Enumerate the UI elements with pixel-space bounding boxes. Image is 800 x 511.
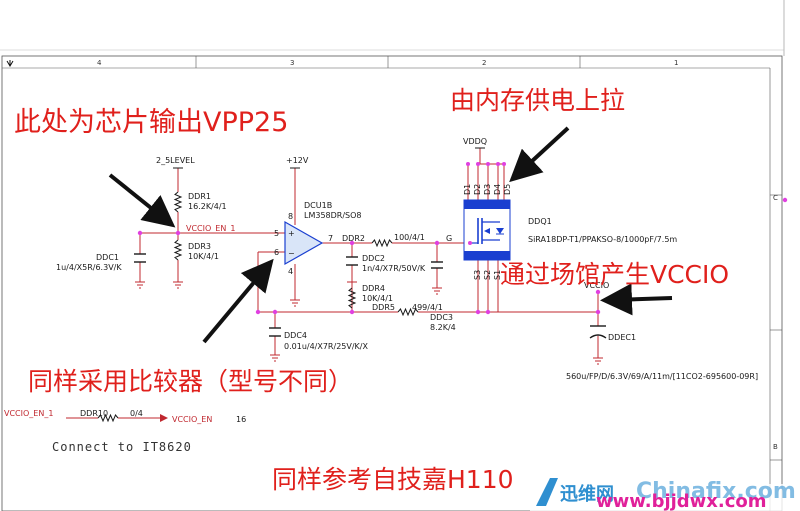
ddr2-value: 100/4/1: [394, 233, 425, 242]
opamp-minus-sign: −: [288, 249, 295, 258]
annotation-reference: 同样参考自技嘉H110: [272, 465, 514, 494]
pin-d2: D2: [473, 184, 482, 195]
ruler-col-4: 4: [97, 59, 102, 67]
pin-8: 8: [288, 212, 293, 221]
mosfet-pin-labels: D1 D2 D3 D4 D5 S3 S2 S1: [463, 184, 512, 280]
net-label-vccio-en: VCCIO_EN: [172, 415, 212, 424]
ddr4-ref: DDR4: [362, 284, 385, 293]
pin-16: 16: [236, 415, 246, 424]
dcu1b-value: LM358DR/SO8: [304, 211, 362, 220]
arrow-to-vccio-icon: [600, 283, 673, 316]
ruler-row-c: C: [773, 194, 778, 202]
net-label-vccio: VCCIO: [584, 281, 609, 290]
annotation-vccio: 通过场馆产生VCCIO: [500, 260, 729, 289]
ddr5-symbol: [397, 307, 419, 317]
pin-d3: D3: [483, 184, 492, 195]
ddec1-ref: DDEC1: [608, 333, 636, 342]
gnd-ddc4-icon: [270, 354, 280, 362]
ddc2-ref: DDC2: [362, 254, 385, 263]
ddec1-value: 560u/FP/D/6.3V/69/A/11m/[11CO2-695600-09…: [566, 372, 758, 381]
ddr1-ref: DDR1: [188, 192, 211, 201]
ddc4-value: 0.01u/4/X7R/25V/K/X: [284, 342, 368, 351]
resistor-symbols: [97, 191, 419, 423]
gnd-opamp-icon: [290, 299, 300, 307]
ruler-col-2: 2: [482, 59, 486, 67]
ddr3-value: 10K/4/1: [188, 252, 219, 261]
watermark-brand-cn: 迅维网: [560, 483, 614, 505]
arrow-to-comparator-icon: [202, 258, 274, 344]
watermark-band: [530, 484, 800, 511]
arrow-to-vccio-en-1-icon: [108, 173, 176, 228]
mosfet-ddq1: [463, 199, 511, 261]
watermark-logo-icon: [536, 478, 558, 506]
annotation-arrows: [108, 126, 673, 344]
annotation-comparator: 同样采用比较器（型号不同）: [28, 367, 353, 396]
ddr4-value: 10K/4/1: [362, 294, 393, 303]
annotation-vddq-pullup: 由内存供电上拉: [450, 86, 625, 115]
ddc3-ref: DDC3: [430, 313, 453, 322]
watermark-brand-en: Chinafix.com: [636, 479, 796, 504]
capacitor-symbols: [134, 253, 607, 339]
net-label-2-5level: 2_5LEVEL: [156, 156, 195, 165]
pin-s2: S2: [483, 270, 492, 280]
ddr5-value: 499/4/1: [412, 303, 443, 312]
ruler-col-3: 3: [290, 59, 294, 67]
mosfet-body-diode-icon: [496, 228, 504, 234]
ddr4-symbol: [347, 287, 357, 309]
gnd-ddr3-icon: [173, 281, 183, 289]
pin-d5: D5: [503, 184, 512, 195]
net-label-vccio-en-1-bottom: VCCIO_EN_1: [4, 409, 53, 418]
arrow-to-vddq-icon: [509, 126, 570, 183]
opamp-dcu1b: + −: [284, 220, 324, 266]
ddr10-ref: DDR10: [80, 409, 108, 418]
ddq1-ref: DDQ1: [528, 217, 552, 226]
ddr10-symbol: [97, 413, 119, 423]
net-label-vddq: VDDQ: [463, 137, 487, 146]
pin-5: 5: [274, 229, 279, 238]
pin-6: 6: [274, 248, 279, 257]
net-label-vccio-en-1: VCCIO_EN_1: [186, 224, 235, 233]
mosfet-channel-arrow-icon: [484, 228, 490, 234]
net-label-gate: G: [446, 234, 452, 243]
connect-note: Connect to IT8620: [52, 440, 192, 454]
annotation-vpp25: 此处为芯片输出VPP25: [14, 107, 288, 138]
ddc1-ref: DDC1: [96, 253, 119, 262]
pin-7: 7: [328, 234, 333, 243]
pin-s1: S1: [493, 270, 502, 280]
watermark: 迅维网 Chinafix.com www.bjjdwx.com: [530, 478, 800, 511]
ruler-row-b: B: [773, 443, 778, 451]
pin-4: 4: [288, 267, 293, 276]
ddr2-ref: DDR2: [342, 234, 365, 243]
ddec1-plate-b: [589, 334, 607, 339]
opamp-plus-sign: +: [288, 229, 295, 238]
ddc2-value: 1n/4/X7R/50V/K: [362, 264, 426, 273]
ddc1-value: 1u/4/X5R/6.3V/K: [56, 263, 122, 272]
vccio-en-arrow-icon: [160, 414, 168, 422]
ddr3-ref: DDR3: [188, 242, 211, 251]
power-symbols: [173, 147, 485, 169]
watermark-url: www.bjjdwx.com: [596, 491, 767, 511]
gnd-ddec1-icon: [593, 357, 603, 365]
ddr3-symbol: [173, 239, 183, 261]
ddq1-value: SiRA18DP-T1/PPAKSO-8/1000pF/7.5m: [528, 235, 677, 244]
ddc4-ref: DDC4: [284, 331, 307, 340]
ddr5-ref: DDR5: [372, 303, 395, 312]
ddc3-value: 8.2K/4: [430, 323, 456, 332]
ground-symbols: [135, 281, 603, 365]
pin-s3: S3: [473, 270, 482, 280]
pin-d4: D4: [493, 184, 502, 195]
gnd-ddc1-icon: [135, 281, 145, 289]
ddr1-value: 16.2K/4/1: [188, 202, 227, 211]
net-label-12v: +12V: [286, 156, 309, 165]
ruler-col-1: 1: [674, 59, 678, 67]
gnd-ddc3-icon: [432, 287, 442, 295]
pin-d1: D1: [463, 184, 472, 195]
dcu1b-ref: DCU1B: [304, 201, 332, 210]
ddr1-symbol: [173, 191, 183, 213]
junction-dots: [137, 162, 788, 315]
ddr2-symbol: [371, 238, 393, 248]
ddr10-value: 0/4: [130, 409, 143, 418]
